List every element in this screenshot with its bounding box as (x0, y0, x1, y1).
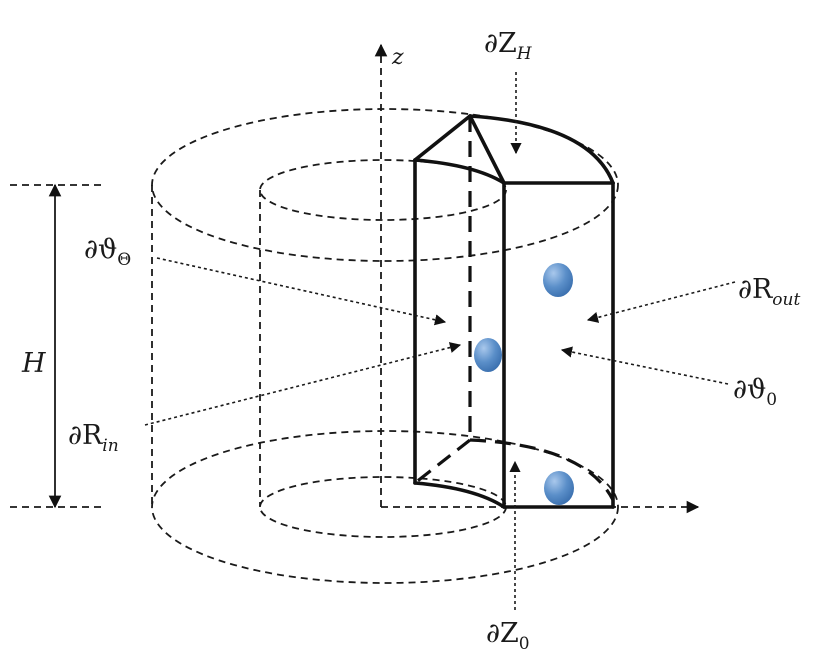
dTheta-Theta-arrow (156, 257, 447, 326)
height-dimension (10, 183, 103, 509)
dR-out-arrow (586, 281, 736, 323)
dTheta-0-arrow (560, 346, 729, 385)
sector-hidden-edges (414, 116, 615, 501)
pointer-arrows (144, 72, 736, 610)
sector-outline (413, 114, 615, 509)
particle (543, 263, 573, 297)
dTheta-Theta-label: ∂ϑΘ (84, 234, 131, 270)
dZ-H-label: ∂ZH (484, 28, 533, 64)
particles (474, 263, 574, 505)
dR-in-arrow (144, 342, 462, 426)
dTheta-0-label: ∂ϑ0 (733, 374, 777, 410)
dR-in-label: ∂Rin (68, 420, 119, 456)
dZ-0-label: ∂Z0 (486, 618, 530, 654)
particle (544, 471, 574, 505)
dR-out-label: ∂Rout (738, 274, 800, 310)
z-axis-label: z (391, 45, 404, 70)
outer-cylinder (151, 108, 619, 584)
height-label: H (21, 348, 46, 379)
particle (474, 338, 502, 372)
coordinate-axes (374, 43, 700, 514)
